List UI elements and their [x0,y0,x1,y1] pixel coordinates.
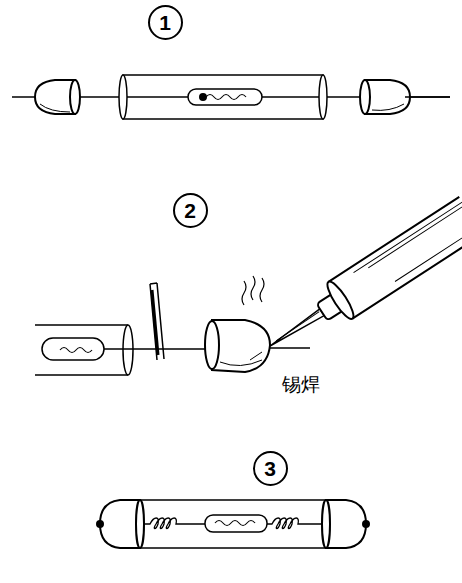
step-number-circle: 3 [253,451,288,486]
part-label: 锡焊 [280,372,322,398]
step-number-circle: 1 [148,5,183,40]
step-number: 3 [264,458,276,479]
step-number-circle: 2 [173,193,208,228]
step-number: 1 [159,12,171,33]
step-number: 2 [184,200,196,221]
